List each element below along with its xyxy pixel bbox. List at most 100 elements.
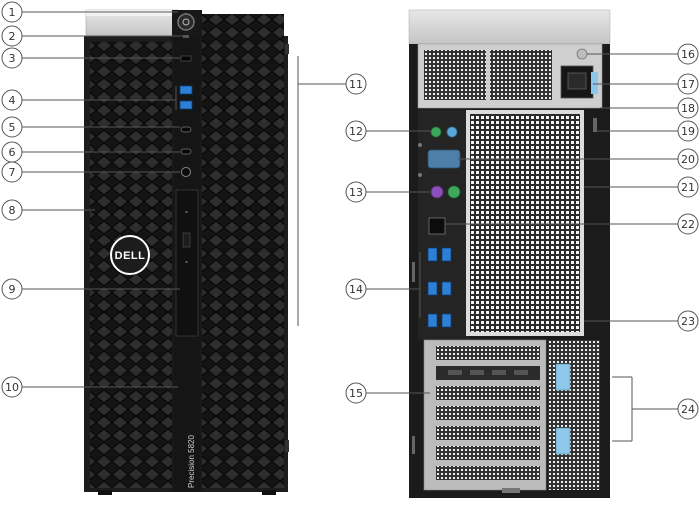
callout-circle bbox=[345, 278, 367, 300]
callout-number: 6 bbox=[9, 146, 16, 159]
usb-port-rear-1[interactable] bbox=[427, 247, 438, 262]
callout-number: 3 bbox=[9, 52, 16, 65]
callout-circle bbox=[677, 310, 699, 332]
expansion-slot[interactable] bbox=[436, 386, 540, 400]
callout-5: 5 bbox=[1, 116, 180, 138]
callout-6: 6 bbox=[1, 141, 180, 163]
callout-circle bbox=[1, 25, 23, 47]
usb-c-port-front-2[interactable] bbox=[180, 148, 192, 155]
callout-number: 7 bbox=[9, 166, 16, 179]
callout-number: 21 bbox=[681, 181, 695, 194]
callout-number: 15 bbox=[349, 387, 363, 400]
usb-port-front-1[interactable] bbox=[179, 85, 193, 95]
front-foot-left bbox=[98, 490, 112, 495]
model-label: Precision 5820 bbox=[187, 435, 196, 488]
callout-circle bbox=[677, 213, 699, 235]
callout-number: 19 bbox=[681, 125, 695, 138]
callout-circle bbox=[1, 116, 23, 138]
callout-number: 17 bbox=[681, 78, 695, 91]
drive-activity-light bbox=[183, 35, 189, 38]
eject-button[interactable] bbox=[182, 232, 191, 248]
usb-port-rear-4[interactable] bbox=[441, 281, 452, 296]
optical-drive-bay[interactable] bbox=[175, 189, 199, 337]
callout-8: 8 bbox=[1, 199, 95, 221]
callout-number: 9 bbox=[9, 283, 16, 296]
callout-number: 8 bbox=[9, 204, 16, 217]
dell-logo: DELL bbox=[110, 235, 150, 275]
callout-circle bbox=[1, 161, 23, 183]
callout-12: 12 bbox=[345, 120, 432, 142]
callout-circle bbox=[1, 89, 23, 111]
callout-circle bbox=[345, 382, 367, 404]
padlock-ring[interactable] bbox=[593, 118, 597, 132]
line-out-port[interactable] bbox=[430, 126, 442, 138]
expansion-slot[interactable] bbox=[436, 466, 540, 480]
callout-circle bbox=[345, 73, 367, 95]
serial-port[interactable] bbox=[427, 149, 461, 169]
callout-number: 10 bbox=[5, 381, 19, 394]
expansion-slot[interactable] bbox=[436, 446, 540, 460]
callout-circle bbox=[345, 120, 367, 142]
back-view bbox=[408, 9, 611, 498]
callout-24: 24 bbox=[612, 376, 699, 442]
callout-1: 1 bbox=[1, 1, 178, 23]
usb-port-rear-5[interactable] bbox=[427, 313, 438, 328]
usb-port-rear-3[interactable] bbox=[427, 281, 438, 296]
callout-circle bbox=[677, 176, 699, 198]
power-button[interactable] bbox=[177, 13, 195, 31]
sd-card-slot[interactable] bbox=[180, 55, 192, 62]
expansion-slot[interactable] bbox=[436, 346, 540, 360]
callout-17: 17 bbox=[593, 73, 699, 95]
ps2-keyboard-port[interactable] bbox=[430, 185, 444, 199]
callout-2: 2 bbox=[1, 25, 183, 47]
side-latch bbox=[285, 440, 289, 452]
callout-number: 13 bbox=[349, 186, 363, 199]
card-retention-latch-1[interactable] bbox=[555, 363, 571, 391]
psu-release-latch[interactable] bbox=[591, 72, 598, 94]
card-retention-latch-2[interactable] bbox=[555, 427, 571, 455]
expansion-card-slots bbox=[436, 346, 540, 480]
psu-vent-right bbox=[490, 50, 552, 100]
callout-circle bbox=[677, 73, 699, 95]
callout-4: 4 bbox=[1, 86, 177, 111]
back-top-handle bbox=[408, 9, 611, 45]
callout-3: 3 bbox=[1, 47, 180, 69]
callout-22: 22 bbox=[445, 213, 699, 235]
callout-circle bbox=[677, 97, 699, 119]
right-front-mesh bbox=[202, 14, 284, 488]
microphone-port[interactable] bbox=[446, 126, 458, 138]
usb-c-port-front-1[interactable] bbox=[180, 126, 192, 133]
callout-9: 9 bbox=[1, 278, 180, 300]
callout-number: 2 bbox=[9, 30, 16, 43]
psu-vent-left bbox=[424, 50, 486, 100]
ps2-mouse-port[interactable] bbox=[447, 185, 461, 199]
dell-logo-text: DELL bbox=[115, 250, 146, 262]
callout-circle bbox=[345, 181, 367, 203]
front-foot-right bbox=[262, 490, 276, 495]
callout-circle bbox=[1, 47, 23, 69]
callout-number: 12 bbox=[349, 125, 363, 138]
headset-jack[interactable] bbox=[181, 167, 191, 177]
usb-port-rear-6[interactable] bbox=[441, 313, 452, 328]
kensington-slot[interactable] bbox=[412, 262, 415, 282]
callout-number: 11 bbox=[349, 78, 363, 91]
back-foot bbox=[502, 488, 520, 493]
expansion-slot[interactable] bbox=[436, 406, 540, 420]
callout-11: 11 bbox=[297, 56, 367, 326]
callout-number: 18 bbox=[681, 102, 695, 115]
usb-port-front-2[interactable] bbox=[179, 100, 193, 110]
callout-21: 21 bbox=[584, 176, 699, 198]
rear-vent-mesh bbox=[470, 114, 580, 332]
callout-number: 4 bbox=[9, 94, 16, 107]
callout-number: 22 bbox=[681, 218, 695, 231]
usb-port-rear-2[interactable] bbox=[441, 247, 452, 262]
expansion-slot[interactable] bbox=[436, 366, 540, 380]
side-vent-column bbox=[548, 340, 600, 490]
expansion-slot[interactable] bbox=[436, 426, 540, 440]
callout-circle bbox=[677, 148, 699, 170]
psu-diagnostic-light bbox=[576, 48, 588, 60]
callout-circle bbox=[1, 278, 23, 300]
network-port[interactable] bbox=[428, 217, 446, 235]
callout-number: 14 bbox=[349, 283, 363, 296]
callout-circle bbox=[677, 120, 699, 142]
